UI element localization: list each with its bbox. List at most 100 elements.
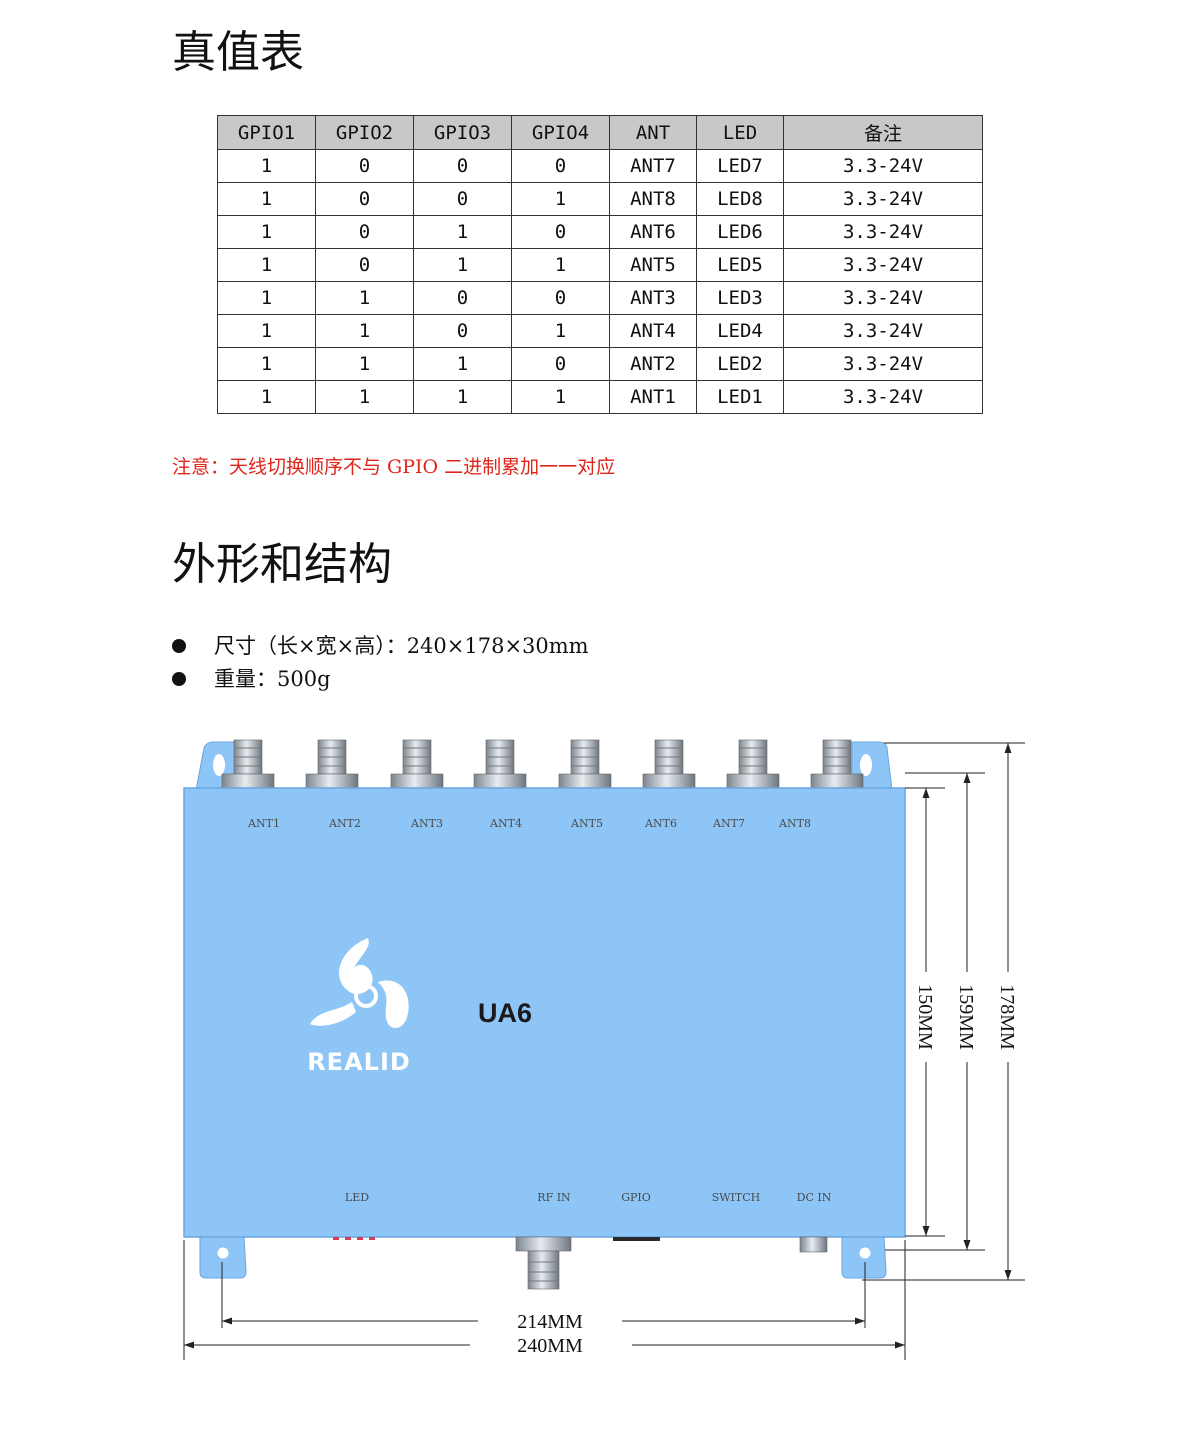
table-cell: 1 bbox=[217, 281, 316, 315]
table-cell: LED7 bbox=[696, 149, 784, 183]
table-cell: LED1 bbox=[696, 380, 784, 414]
table-cell: 1 bbox=[511, 182, 610, 216]
model-label: UA6 bbox=[478, 998, 532, 1028]
mount-hole-icon bbox=[213, 754, 225, 776]
table-cell: LED2 bbox=[696, 347, 784, 381]
bullet-icon bbox=[172, 638, 186, 653]
table-cell: 3.3-24V bbox=[783, 347, 983, 381]
table-cell: 0 bbox=[511, 347, 610, 381]
table-cell: 0 bbox=[315, 248, 414, 282]
table-cell: 1 bbox=[217, 314, 316, 348]
mount-hole-icon bbox=[217, 1247, 229, 1259]
table-cell: 1 bbox=[315, 314, 414, 348]
dim-width-outer: 240MM bbox=[517, 1335, 583, 1357]
table-cell: ANT5 bbox=[609, 248, 697, 282]
table-cell: ANT7 bbox=[609, 149, 697, 183]
table-cell: 0 bbox=[413, 149, 512, 183]
table-cell: 1 bbox=[217, 248, 316, 282]
table-cell: 0 bbox=[511, 215, 610, 249]
device-drawing: ANT1 ANT2 ANT3 ANT4 ANT5 ANT6 ANT7 ANT8 … bbox=[183, 739, 1025, 1360]
led-indicators bbox=[333, 1237, 375, 1240]
bullet-icon bbox=[172, 671, 186, 686]
antenna-connector-icon bbox=[726, 739, 780, 789]
table-cell: 1 bbox=[511, 248, 610, 282]
switch-order-note: 注意：天线切换顺序不与 GPIO 二进制累加一一对应 bbox=[172, 456, 616, 478]
port-label-ant1: ANT1 bbox=[247, 817, 280, 830]
table-cell: 1 bbox=[413, 380, 512, 414]
port-label-switch: SWITCH bbox=[712, 1191, 761, 1204]
antenna-connector-icon bbox=[558, 739, 612, 789]
table-cell: 1 bbox=[217, 347, 316, 381]
device-body bbox=[183, 787, 906, 1238]
table-cell: 1 bbox=[315, 281, 414, 315]
table-cell: 3.3-24V bbox=[783, 182, 983, 216]
col-header: LED bbox=[696, 115, 784, 150]
col-header: GPIO1 bbox=[217, 115, 316, 150]
table-cell: 1 bbox=[217, 380, 316, 414]
table-cell: 1 bbox=[315, 347, 414, 381]
table-cell: ANT3 bbox=[609, 281, 697, 315]
table-cell: 3.3-24V bbox=[783, 380, 983, 414]
brand-logo-icon bbox=[310, 938, 409, 1029]
antenna-connector-icon bbox=[473, 739, 527, 789]
col-header: GPIO4 bbox=[511, 115, 610, 150]
truth-table-title: 真值表 bbox=[172, 27, 304, 78]
antenna-connector-icon bbox=[221, 739, 275, 789]
appearance-title: 外形和结构 bbox=[172, 539, 392, 590]
dimension-lines bbox=[183, 742, 1025, 1360]
port-label-ant6: ANT6 bbox=[644, 817, 677, 830]
antenna-connectors bbox=[221, 739, 864, 789]
mount-hole-icon bbox=[860, 754, 872, 776]
brand-name: REALID bbox=[307, 1048, 411, 1076]
port-label-ant7: ANT7 bbox=[712, 817, 745, 830]
table-cell: ANT4 bbox=[609, 314, 697, 348]
col-header: GPIO2 bbox=[315, 115, 414, 150]
table-cell: 1 bbox=[413, 215, 512, 249]
dim-height-total: 178MM bbox=[996, 984, 1018, 1050]
spec-text: 尺寸（长×宽×高）：240×178×30mm bbox=[214, 634, 589, 658]
table-cell: ANT2 bbox=[609, 347, 697, 381]
table-header-row: GPIO1 GPIO2 GPIO3 GPIO4 ANT LED 备注 bbox=[217, 115, 983, 150]
table-cell: 0 bbox=[511, 149, 610, 183]
spec-item-weight: 重量：500g bbox=[172, 663, 331, 693]
port-label-ant8: ANT8 bbox=[778, 817, 811, 830]
table-cell: 3.3-24V bbox=[783, 281, 983, 315]
port-label-ant3: ANT3 bbox=[410, 817, 443, 830]
antenna-connector-icon bbox=[305, 739, 359, 789]
port-label-led: LED bbox=[345, 1191, 369, 1204]
table-cell: 3.3-24V bbox=[783, 248, 983, 282]
spec-item-size: 尺寸（长×宽×高）：240×178×30mm bbox=[172, 630, 589, 660]
table-cell: LED8 bbox=[696, 182, 784, 216]
table-cell: 1 bbox=[413, 347, 512, 381]
spec-text: 重量：500g bbox=[214, 667, 331, 691]
table-cell: 3.3-24V bbox=[783, 314, 983, 348]
table-cell: 3.3-24V bbox=[783, 149, 983, 183]
gpio-connector bbox=[613, 1237, 660, 1241]
table-cell: 0 bbox=[315, 182, 414, 216]
rf-in-connector bbox=[515, 1236, 572, 1290]
table-cell: 1 bbox=[217, 182, 316, 216]
antenna-connector-icon bbox=[390, 739, 444, 789]
dc-in-connector bbox=[799, 1236, 828, 1253]
table-cell: 3.3-24V bbox=[783, 215, 983, 249]
col-header: GPIO3 bbox=[413, 115, 512, 150]
mount-hole-icon bbox=[859, 1247, 871, 1259]
port-label-dc-in: DC IN bbox=[797, 1191, 832, 1204]
port-label-gpio: GPIO bbox=[621, 1191, 651, 1204]
table-cell: ANT8 bbox=[609, 182, 697, 216]
dimension-arrows bbox=[184, 743, 1012, 1349]
table-cell: 1 bbox=[413, 248, 512, 282]
table-cell: 1 bbox=[315, 380, 414, 414]
table-cell: ANT1 bbox=[609, 380, 697, 414]
table-cell: LED3 bbox=[696, 281, 784, 315]
table-cell: 0 bbox=[315, 215, 414, 249]
table-cell: 1 bbox=[217, 149, 316, 183]
table-cell: 0 bbox=[413, 281, 512, 315]
